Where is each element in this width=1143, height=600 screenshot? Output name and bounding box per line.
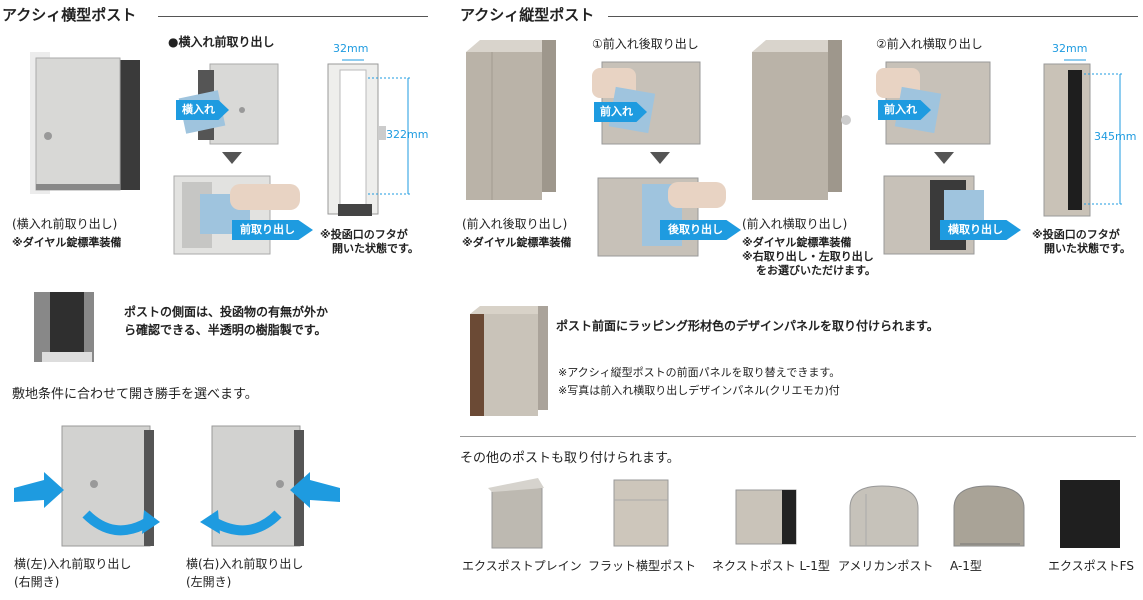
right-dimension-drawing (1043, 59, 1124, 217)
right-dim-note-1: ※投函口のフタが (1032, 228, 1120, 241)
method1-heading: ①前入れ後取り出し (592, 37, 699, 51)
panel-note-1: ※アクシィ縦型ポストの前面パネルを取り替えできます。 (558, 366, 841, 379)
down-triangle-icon (650, 152, 670, 164)
left-dim-height: 322mm (386, 128, 429, 141)
right-dim-note-2: 開いた状態です。 (1044, 242, 1131, 255)
right-dim-height: 345mm (1094, 130, 1137, 143)
left-section-title: アクシィ横型ポスト (2, 6, 137, 24)
design-panel-post-image (470, 306, 548, 416)
product-image-nextpost (735, 489, 797, 545)
side-panel-image (34, 292, 94, 362)
vertical-caption-2-note-1: ※ダイヤル錠標準装備 (742, 236, 852, 249)
horizontal-post-image (30, 52, 140, 194)
side-remove-image (883, 175, 984, 255)
down-triangle-icon (934, 152, 954, 164)
vertical-caption-2-note-3: をお選びいただけます。 (756, 264, 876, 277)
choose-hand-text: 敷地条件に合わせて開き勝手を選べます。 (12, 387, 258, 402)
other-section-rule (460, 436, 1136, 437)
back-remove-arrow: 後取り出し (660, 220, 741, 240)
vertical-caption-2-note-2: ※右取り出し・左取り出し (742, 250, 874, 263)
product-label-3: ネクストポスト L-1型 (712, 559, 830, 573)
left-dimension-drawing (327, 59, 412, 216)
method2-heading: ②前入れ横取り出し (876, 37, 983, 51)
right-title-rule (608, 16, 1138, 17)
horizontal-caption-note: ※ダイヤル錠標準装備 (12, 236, 122, 249)
down-triangle-icon (222, 152, 242, 164)
product-image-a1 (953, 485, 1025, 547)
right-section-title: アクシィ縦型ポスト (460, 6, 595, 24)
product-image-american (849, 485, 919, 547)
product-label-1: エクスポストプレイン (462, 559, 582, 573)
vertical-caption-1-note: ※ダイヤル錠標準装備 (462, 236, 572, 249)
side-text-2: ら確認できる、半透明の樹脂製です。 (124, 323, 327, 337)
vertical-caption-2: (前入れ横取り出し) (742, 217, 848, 231)
side-text-1: ポストの側面は、投函物の有無が外か (124, 305, 329, 319)
right-open-caption-1: 横(右)入れ前取り出し (186, 557, 304, 571)
right-dim-width: 32mm (1052, 42, 1088, 55)
left-dim-width: 32mm (333, 42, 369, 55)
product-image-flat-horizontal (613, 479, 669, 547)
panel-heading: ポスト前面にラッピング形材色のデザインパネルを取り付けられます。 (556, 319, 939, 333)
left-title-rule (158, 16, 428, 17)
front-insert-arrow-2: 前入れ (878, 100, 931, 120)
horizontal-method-heading: ●横入れ前取り出し (168, 35, 275, 49)
product-image-expost-plain (488, 478, 544, 549)
product-label-2: フラット横型ポスト (588, 559, 697, 573)
vertical-post-back-image (466, 40, 556, 200)
product-label-5: A-1型 (950, 559, 982, 573)
left-insert-post-image (14, 425, 160, 547)
front-remove-arrow: 前取り出し (232, 220, 313, 240)
other-posts-text: その他のポストも取り付けられます。 (460, 451, 680, 466)
side-remove-arrow: 横取り出し (940, 220, 1021, 240)
left-open-caption-2: (右開き) (14, 575, 60, 589)
left-open-caption-1: 横(左)入れ前取り出し (14, 557, 132, 571)
product-label-4: アメリカンポスト (838, 559, 934, 573)
product-image-expost-fs (1060, 480, 1120, 548)
left-dim-note-2: 開いた状態です。 (332, 242, 419, 255)
vertical-post-side-image (752, 40, 851, 200)
product-label-6: エクスポストFS (1048, 559, 1134, 573)
right-open-caption-2: (左開き) (186, 575, 232, 589)
right-insert-post-image (200, 425, 340, 547)
back-remove-image (597, 177, 726, 257)
left-dim-note-1: ※投函口のフタが (320, 228, 408, 241)
horizontal-caption: (横入れ前取り出し) (12, 217, 118, 231)
panel-note-2: ※写真は前入れ横取り出しデザインパネル(クリエモカ)付 (558, 384, 840, 397)
front-remove-image (173, 175, 300, 255)
vertical-caption-1: (前入れ後取り出し) (462, 217, 568, 231)
side-insert-arrow: 横入れ (176, 100, 229, 120)
front-insert-arrow: 前入れ (594, 102, 647, 122)
